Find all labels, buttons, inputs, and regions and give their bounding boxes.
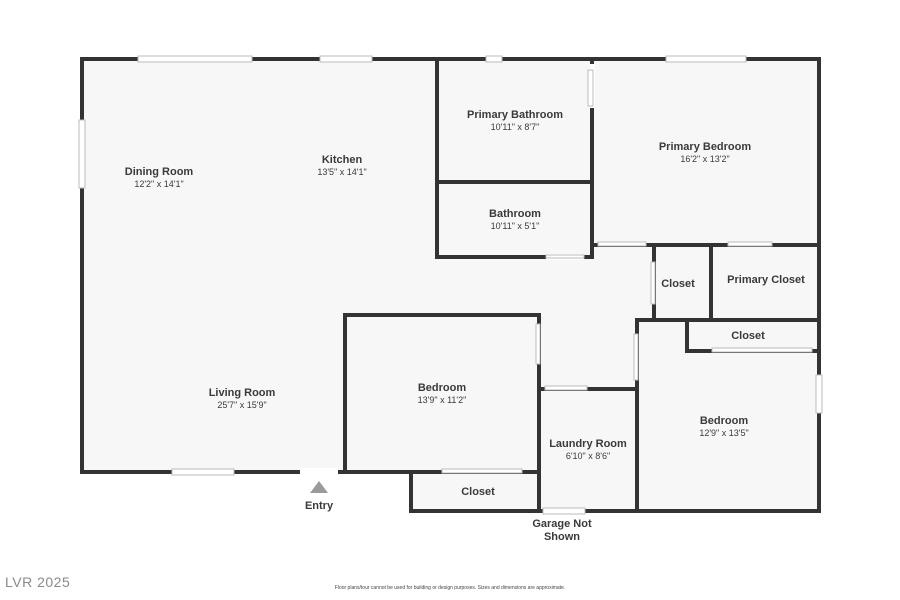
entry-marker: Entry — [305, 481, 334, 512]
room-closet-bottom: Closet — [461, 486, 495, 498]
watermark: LVR 2025 — [5, 574, 71, 590]
garage-label-line2: Shown — [544, 531, 580, 543]
room-dimensions: 13'5" x 14'1" — [317, 167, 366, 177]
room-dimensions: 13'9" x 11'2" — [418, 395, 467, 405]
entry-label: Entry — [305, 500, 334, 512]
room-name: Kitchen — [322, 154, 363, 166]
room-laundry: Laundry Room 6'10" x 8'6" — [549, 438, 627, 461]
room-name: Bedroom — [418, 382, 467, 394]
room-name: Living Room — [209, 387, 276, 399]
room-dimensions: 12'9" x 13'5" — [699, 428, 748, 438]
room-name: Bedroom — [700, 415, 749, 427]
room-primary-bedroom: Primary Bedroom 16'2" x 13'2" — [659, 141, 752, 164]
entry-arrow-icon — [310, 481, 328, 493]
room-name: Primary Closet — [727, 274, 805, 286]
room-name: Primary Bathroom — [467, 109, 563, 121]
room-closet-hall: Closet — [661, 278, 695, 290]
room-primary-bathroom: Primary Bathroom 10'11" x 8'7" — [467, 109, 563, 132]
floor-fills — [82, 59, 819, 511]
room-bedroom-right: Bedroom 12'9" x 13'5" — [699, 415, 748, 438]
room-dimensions: 25'7" x 15'9" — [217, 400, 266, 410]
room-name: Laundry Room — [549, 438, 627, 450]
room-bathroom: Bathroom 10'11" x 5'1" — [489, 208, 541, 231]
room-dimensions: 12'2" x 14'1" — [134, 179, 183, 189]
room-name: Dining Room — [125, 166, 194, 178]
door-openings — [300, 64, 813, 515]
room-name: Bathroom — [489, 208, 541, 220]
room-primary-closet: Primary Closet — [727, 274, 805, 286]
room-name: Closet — [731, 330, 765, 342]
room-name: Closet — [661, 278, 695, 290]
room-dimensions: 10'11" x 5'1" — [491, 221, 540, 231]
garage-note: Garage Not Shown — [532, 518, 592, 543]
disclaimer: Floor plans/tour cannot be used for buil… — [334, 585, 566, 591]
garage-label-line1: Garage Not — [532, 518, 592, 530]
room-dimensions: 10'11" x 8'7" — [491, 122, 540, 132]
room-living: Living Room 25'7" x 15'9" — [209, 387, 276, 410]
windows — [78, 55, 823, 476]
room-name: Primary Bedroom — [659, 141, 752, 153]
room-name: Closet — [461, 486, 495, 498]
room-dining: Dining Room 12'2" x 14'1" — [125, 166, 194, 189]
room-dimensions: 16'2" x 13'2" — [680, 154, 729, 164]
room-dimensions: 6'10" x 8'6" — [566, 451, 610, 461]
room-bedroom-center: Bedroom 13'9" x 11'2" — [418, 382, 467, 405]
room-closet-bedroom: Closet — [731, 330, 765, 342]
room-kitchen: Kitchen 13'5" x 14'1" — [317, 154, 366, 177]
